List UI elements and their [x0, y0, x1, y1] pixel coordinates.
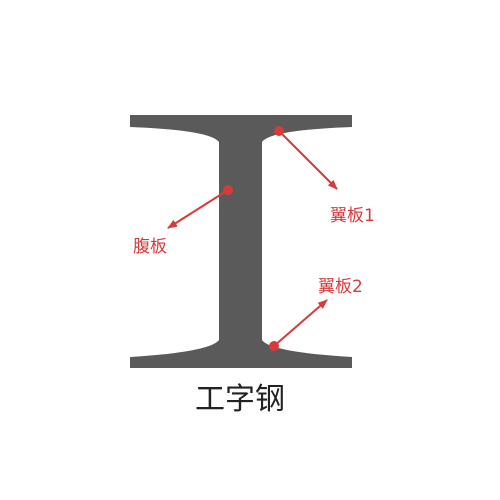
- label-flange-top: 翼板1: [330, 206, 375, 226]
- label-flange-bottom: 翼板2: [318, 277, 363, 297]
- label-web: 腹板: [133, 237, 167, 257]
- i-beam-shape: [130, 115, 352, 368]
- annotation-flange-top: 翼板1: [274, 126, 375, 226]
- arrow-flange-top: [278, 130, 338, 190]
- point-flange-bottom: [269, 341, 279, 351]
- point-flange-top: [274, 126, 284, 136]
- annotation-web: 腹板: [133, 185, 233, 257]
- arrow-flange-bottom: [273, 299, 328, 347]
- point-web: [223, 185, 233, 195]
- arrow-web: [167, 189, 229, 229]
- diagram-caption: 工字钢: [195, 382, 285, 417]
- annotation-flange-bottom: 翼板2: [269, 277, 363, 351]
